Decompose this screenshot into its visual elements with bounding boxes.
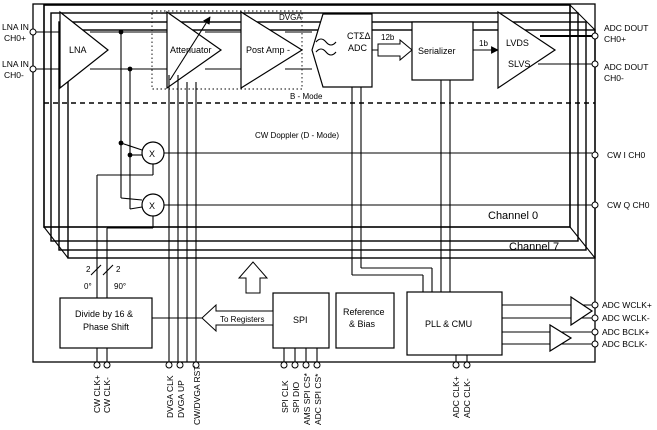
lna-in-neg-label-2: CH0- — [4, 70, 24, 80]
lna-in-pos-label-2: CH0+ — [4, 33, 26, 43]
spi-up-arrow — [237, 261, 269, 294]
adc-dout-neg-pin — [591, 60, 599, 68]
dvga-clk-pin — [165, 361, 173, 369]
spi-clk-label: SPI CLK — [280, 380, 290, 413]
reference-label-2: & Bias — [349, 319, 376, 329]
lna-in-neg-pin — [29, 65, 37, 73]
spi-block — [272, 292, 330, 349]
mixer-i-symbol: X — [149, 149, 155, 159]
spi-dio-pin — [291, 361, 299, 369]
divide-phase-shift-block — [59, 297, 153, 349]
phase-0-label: 0° — [84, 282, 92, 291]
divide-label-1: Divide by 16 & — [75, 309, 133, 319]
cw-dvga-rst-pin — [192, 361, 200, 369]
adc-bclk-neg-pin — [591, 340, 599, 348]
adc-wclk-neg-pin — [591, 314, 599, 322]
dvga-clk-label: DVGA CLK — [165, 375, 175, 418]
spi-label: SPI — [293, 315, 308, 325]
lna-in-pos-pin — [29, 28, 37, 36]
channel-0-box — [43, 4, 571, 228]
cw-clk-pos-pin — [93, 361, 101, 369]
adc-dout-neg-label-2: CH0- — [604, 73, 624, 83]
adc-wclk-pos-label: ADC WCLK+ — [602, 300, 652, 310]
reference-label-1: Reference — [343, 307, 385, 317]
serializer-label: Serializer — [418, 46, 456, 56]
lvds-label: LVDS — [506, 38, 529, 48]
divide-label-2: Phase Shift — [83, 322, 130, 332]
wclk-buffer — [570, 295, 594, 327]
adc-dout-pos-pin — [591, 32, 599, 40]
bus-1b-label: 1b — [479, 39, 488, 48]
divider-count-b: 2 — [116, 265, 121, 274]
attenuator-amplifier — [166, 10, 223, 90]
slvs-label: SLVS — [508, 59, 530, 69]
cw-clk-neg-label: CW CLK- — [102, 377, 112, 413]
cw-dvga-rst-label: CW/DVGA RST — [192, 365, 202, 425]
to-registers-arrow — [201, 303, 274, 333]
lna-label: LNA — [69, 45, 87, 55]
adc-dout-neg-label-1: ADC DOUT — [604, 62, 648, 72]
adc-label-2: ADC — [348, 43, 368, 53]
bus-12b-arrow — [377, 38, 413, 62]
divider-count-a: 2 — [86, 265, 91, 274]
cw-i-pin — [591, 151, 599, 159]
adc-clk-pos-label: ADC CLK+ — [451, 376, 461, 418]
lvds-slvs-driver — [497, 10, 557, 90]
adc-clk-neg-pin — [463, 361, 471, 369]
adc-bclk-neg-label: ADC BCLK- — [602, 339, 648, 349]
adc-wclk-pos-pin — [591, 301, 599, 309]
pll-label: PLL & CMU — [425, 319, 472, 329]
reference-bias-block — [335, 292, 395, 349]
phase-90-label: 90° — [114, 282, 126, 291]
adc-spi-cs-pin — [313, 361, 321, 369]
post-amp — [240, 10, 304, 90]
dvga-up-pin — [176, 361, 184, 369]
cw-q-label: CW Q CH0 — [607, 200, 650, 210]
adc-bclk-pos-label: ADC BCLK+ — [602, 327, 650, 337]
adc-clk-neg-label: ADC CLK- — [462, 378, 472, 418]
lna-in-pos-label-1: LNA IN — [2, 22, 29, 32]
cw-clk-pos-label: CW CLK+ — [92, 375, 102, 413]
adc-clk-pos-pin — [452, 361, 460, 369]
dvga-up-label: DVGA UP — [176, 380, 186, 418]
adc-spi-cs-label: ADC SPI CS* — [313, 373, 323, 425]
b-mode-label: B - Mode — [290, 92, 323, 101]
bclk-buffer — [549, 323, 573, 353]
adc-label-1: CTΣΔ — [347, 31, 371, 41]
dvga-label: DVGA — [279, 13, 302, 22]
ams-spi-cs-label: AMS SPI CS* — [302, 372, 312, 425]
cw-q-pin — [591, 201, 599, 209]
mixer-q-symbol: X — [149, 201, 155, 211]
adc-wclk-neg-label: ADC WCLK- — [602, 313, 650, 323]
cw-clk-neg-pin — [103, 361, 111, 369]
lna-amplifier — [59, 10, 109, 90]
adc-bclk-pos-pin — [591, 328, 599, 336]
adc-dout-pos-label-2: CH0+ — [604, 34, 626, 44]
channel-7-label: Channel 7 — [509, 241, 559, 253]
spi-clk-pin — [280, 361, 288, 369]
pll-cmu-block — [406, 291, 503, 356]
spi-dio-label: SPI DIO — [291, 381, 301, 413]
channel-0-label: Channel 0 — [488, 210, 538, 222]
bus-12b-label: 12b — [381, 33, 395, 42]
post-amp-label: Post Amp - — [246, 45, 290, 55]
serializer-block — [411, 21, 474, 81]
attenuator-label: Attenuator — [170, 45, 212, 55]
adc-dout-pos-label-1: ADC DOUT — [604, 23, 648, 33]
cw-i-label: CW I CH0 — [607, 150, 646, 160]
lna-in-neg-label-1: LNA IN — [2, 59, 29, 69]
ams-spi-cs-pin — [302, 361, 310, 369]
to-registers-label: To Registers — [220, 315, 264, 324]
cw-doppler-label: CW Doppler (D - Mode) — [255, 131, 339, 140]
